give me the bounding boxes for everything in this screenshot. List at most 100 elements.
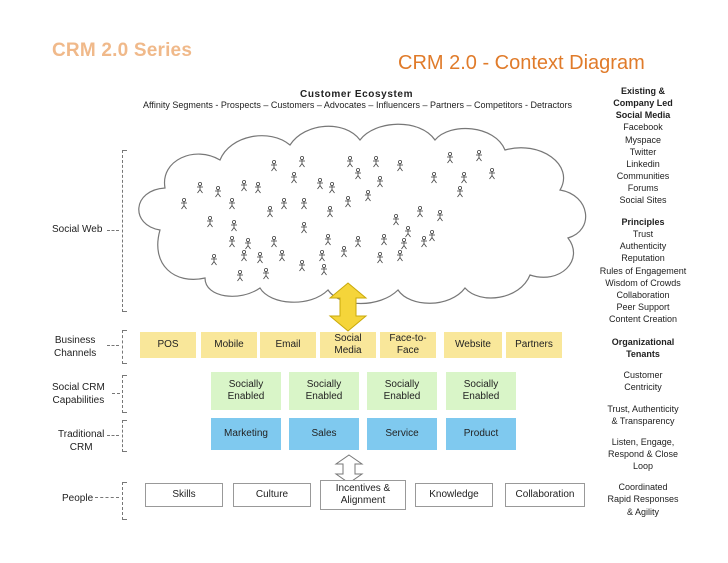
label-social-web: Social Web xyxy=(52,224,103,235)
tenant-item: Loop xyxy=(632,461,654,472)
person-icon xyxy=(489,168,495,180)
people-knowledge: Knowledge xyxy=(415,483,493,507)
tenants-heading-1: Organizational xyxy=(611,337,675,347)
person-icon xyxy=(181,198,187,210)
principle-item: Wisdom of Crowds xyxy=(605,277,681,288)
principle-item: Authenticity xyxy=(619,241,667,252)
principle-item: Collaboration xyxy=(616,289,670,300)
people-collaboration: Collaboration xyxy=(505,483,585,507)
person-icon xyxy=(476,150,482,162)
existing-heading-1: Existing & xyxy=(620,86,665,96)
person-icon xyxy=(255,182,261,194)
person-icon xyxy=(319,250,325,262)
organizational-tenants-panel: Organizational Tenants Customer Centrici… xyxy=(598,336,688,518)
socially-enabled-service: Socially Enabled xyxy=(367,372,437,410)
person-icon xyxy=(373,156,379,168)
up-down-arrow-icon xyxy=(328,282,368,332)
person-icon xyxy=(341,246,347,258)
person-icon xyxy=(241,250,247,262)
channel-partners: Partners xyxy=(506,332,562,358)
person-icon xyxy=(267,206,273,218)
person-icon xyxy=(325,234,331,246)
tenant-item: Customer xyxy=(623,370,663,381)
person-icon xyxy=(215,186,221,198)
label-people: People xyxy=(62,493,94,504)
people-incentives: Incentives & Alignment xyxy=(320,480,406,510)
existing-item: Forums xyxy=(627,183,659,194)
ecosystem-title: Customer Ecosystem xyxy=(300,89,414,100)
principle-item: Content Creation xyxy=(608,314,678,325)
tenant-item: & Transparency xyxy=(611,415,675,426)
person-icon xyxy=(327,206,333,218)
person-icon xyxy=(211,254,217,266)
people-skills: Skills xyxy=(145,483,223,507)
person-icon xyxy=(461,172,467,184)
person-icon xyxy=(397,250,403,262)
tenant-item: Rapid Responses xyxy=(607,494,679,505)
person-icon xyxy=(263,268,269,280)
person-icon xyxy=(421,236,427,248)
channel-face-to-face: Face-to- Face xyxy=(380,332,436,358)
existing-item: Linkedin xyxy=(626,158,660,169)
crm-service: Service xyxy=(367,418,437,450)
series-title: CRM 2.0 Series xyxy=(52,40,193,61)
person-icon xyxy=(365,190,371,202)
tenants-heading-2: Tenants xyxy=(626,349,660,360)
socially-enabled-marketing: Socially Enabled xyxy=(211,372,281,410)
person-icon xyxy=(301,222,307,234)
person-icon xyxy=(301,198,307,210)
existing-heading-2: Company Led xyxy=(613,98,673,109)
channel-website: Website xyxy=(444,332,502,358)
person-icon xyxy=(405,226,411,238)
person-icon xyxy=(291,172,297,184)
person-icon xyxy=(347,156,353,168)
person-icon xyxy=(321,264,327,276)
principle-item: Rules of Engagement xyxy=(599,265,687,276)
channel-pos: POS xyxy=(140,332,196,358)
person-icon xyxy=(397,160,403,172)
existing-item: Communities xyxy=(616,170,670,181)
person-icon xyxy=(429,230,435,242)
tenant-item: Respond & Close xyxy=(607,448,679,459)
person-icon xyxy=(317,178,323,190)
person-icon xyxy=(231,220,237,232)
tenant-item: Listen, Engage, xyxy=(611,436,675,447)
existing-social-media-panel: Existing & Company Led Social Media Face… xyxy=(603,85,683,206)
person-icon xyxy=(355,236,361,248)
person-icon xyxy=(257,252,263,264)
person-icon xyxy=(241,180,247,192)
person-icon xyxy=(457,186,463,198)
principle-item: Reputation xyxy=(621,253,665,264)
person-icon xyxy=(229,198,235,210)
person-icon xyxy=(355,168,361,180)
person-icon xyxy=(237,270,243,282)
person-icon xyxy=(447,152,453,164)
principles-panel: Principles Trust Authenticity Reputation… xyxy=(598,216,688,325)
people-culture: Culture xyxy=(233,483,311,507)
person-icon xyxy=(299,260,305,272)
person-icon xyxy=(329,182,335,194)
existing-item: Myspace xyxy=(624,134,661,145)
diagram-title: CRM 2.0 - Context Diagram xyxy=(398,52,645,74)
tenant-item: Trust, Authenticity xyxy=(607,403,679,414)
crm-marketing: Marketing xyxy=(211,418,281,450)
principles-heading: Principles xyxy=(621,217,665,227)
person-icon xyxy=(431,172,437,184)
person-icon xyxy=(345,196,351,208)
person-icon xyxy=(271,160,277,172)
person-icon xyxy=(437,210,443,222)
socially-enabled-sales: Socially Enabled xyxy=(289,372,359,410)
person-icon xyxy=(299,156,305,168)
existing-item: Twitter xyxy=(629,146,657,157)
existing-item: Social Sites xyxy=(619,195,667,206)
person-icon xyxy=(271,236,277,248)
person-icon xyxy=(279,250,285,262)
existing-heading-3: Social Media xyxy=(615,110,671,121)
channel-email: Email xyxy=(260,332,316,358)
person-icon xyxy=(245,238,251,250)
person-icon xyxy=(281,198,287,210)
tenant-item: & Agility xyxy=(626,506,659,517)
